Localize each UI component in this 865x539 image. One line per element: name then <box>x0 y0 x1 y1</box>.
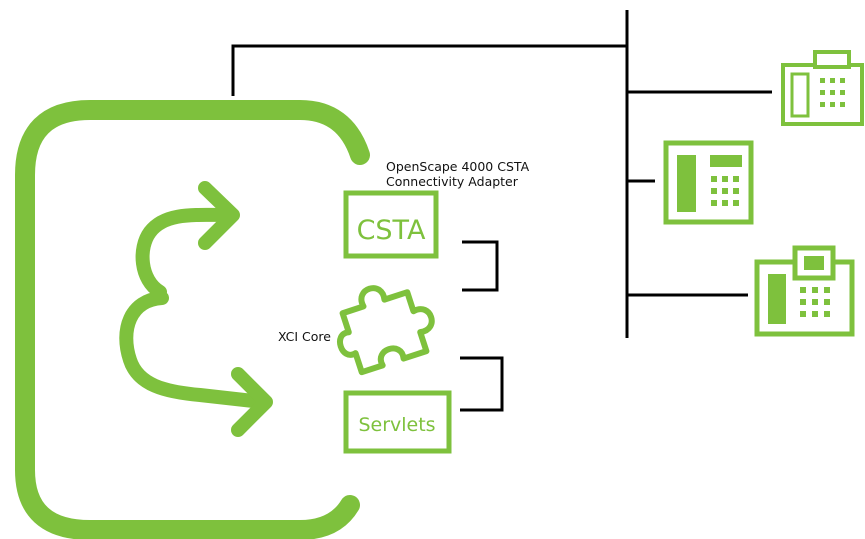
app-frame-icon <box>15 100 370 539</box>
xci-core-label: XCI Core <box>278 329 331 344</box>
desk-phone-icon <box>754 245 855 337</box>
csta-box: CSTA <box>343 190 439 259</box>
servlets-box: Servlets <box>343 390 452 454</box>
network-lines <box>231 10 772 412</box>
desk-phone-icon <box>663 140 754 225</box>
flow-arrows-icon <box>119 181 273 437</box>
adapter-label-line2: Connectivity Adapter <box>386 174 519 189</box>
csta-label: CSTA <box>357 215 426 246</box>
servlets-label: Servlets <box>358 414 435 436</box>
puzzle-piece-icon <box>337 285 435 376</box>
desk-phone-icon <box>781 50 864 126</box>
adapter-label-line1: OpenScape 4000 CSTA <box>386 159 530 174</box>
